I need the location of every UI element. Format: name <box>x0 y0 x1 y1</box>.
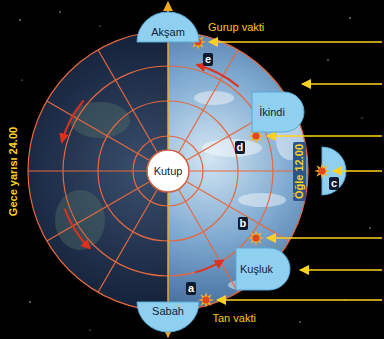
time-label: Gurup vakti <box>208 21 264 34</box>
node-label: İkindi <box>259 106 285 119</box>
horizon-cap: Akşam <box>137 12 199 42</box>
horizon-cap: İkindi <box>252 92 304 132</box>
pole-circle: Kutup <box>146 149 190 193</box>
sun-rays <box>209 42 382 300</box>
stars <box>19 11 370 330</box>
node-label: Kuşluk <box>240 263 273 276</box>
time-label: Tan vakti <box>213 312 256 325</box>
earth-globe <box>28 31 308 311</box>
grid-lines <box>28 31 308 311</box>
time-label: Gece yarısı 24.00 <box>7 126 20 215</box>
sun-symbols <box>190 34 330 308</box>
time-label: Öğle 12.00 <box>293 141 306 200</box>
position-letter: e <box>203 53 213 66</box>
node-label: Kutup <box>154 165 183 178</box>
node-label: Akşam <box>151 26 185 39</box>
node-label: Sabah <box>152 305 184 318</box>
position-letter: a <box>186 282 196 295</box>
position-letter: d <box>235 141 246 154</box>
position-letter: b <box>238 217 249 230</box>
horizon-cap: Sabah <box>137 302 199 332</box>
position-letter: c <box>329 177 339 190</box>
horizon-cap: Kuşluk <box>236 248 290 290</box>
rotation-arrows <box>62 65 239 273</box>
